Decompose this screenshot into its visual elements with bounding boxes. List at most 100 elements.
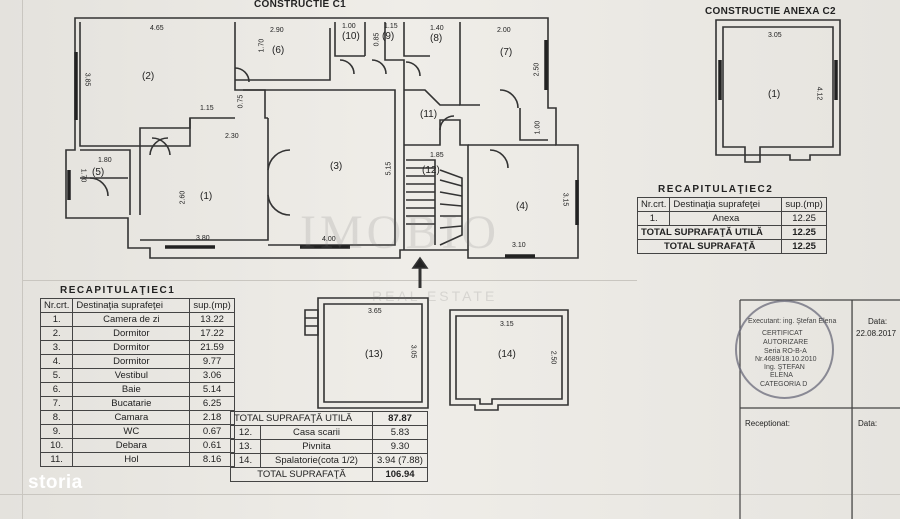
stamp-line: Nr.4689/18.10.2010: [755, 356, 817, 363]
table-cell: 6.25: [189, 396, 235, 411]
table-cell: Baie: [72, 382, 191, 397]
stamp-line: ELENA: [770, 372, 793, 379]
table-row: 3. Dormitor 21.59: [39, 340, 235, 355]
table-cell: 3.06: [189, 368, 235, 383]
header-cell: sup.(mp): [189, 298, 235, 313]
room-label: (5): [92, 167, 105, 178]
dimension-label: 2.90: [270, 27, 284, 34]
table-cell: Hol: [72, 452, 191, 467]
dimension-label: 2.50: [549, 350, 557, 365]
util-value: 12.25: [781, 225, 827, 240]
recap-c2-title: RECAPITULAŢIEC2: [658, 184, 774, 195]
table-row: 1. Anexa 12.25: [636, 211, 827, 226]
table-row: 4. Dormitor 9.77: [39, 354, 235, 369]
dimension-label: 1.15: [384, 23, 398, 30]
room-label: (13): [365, 349, 383, 360]
dimension-label: 1.85: [430, 152, 444, 159]
date-label-2: Data:: [858, 419, 878, 428]
dimension-label: 0.75: [237, 94, 245, 109]
header-cell: Nr.crt.: [39, 298, 74, 313]
header-cell: Destinaţia suprafeţei: [72, 298, 191, 313]
table-cell: Spalatorie(cota 1/2): [260, 453, 373, 468]
annex-construction-title: CONSTRUCTIE ANEXA C2: [705, 6, 836, 17]
official-stamp: [735, 300, 834, 399]
table-row: 11. Hol 8.16: [39, 452, 235, 467]
table-row: 5. Vestibul 3.06: [39, 368, 235, 383]
room-label: (12): [422, 165, 440, 176]
table-cell: 13.22: [189, 312, 235, 327]
table-row: 14. Spalatorie(cota 1/2) 3.94 (7.88): [230, 453, 428, 468]
dimension-label: 2.60: [179, 190, 187, 205]
table-cell: Dormitor: [72, 354, 191, 369]
stamp-line: Ing. ŞTEFAN: [764, 364, 805, 371]
dimension-label: 3.05: [768, 32, 782, 39]
dimension-label: 2.00: [497, 27, 511, 34]
total-label: TOTAL SUPRAFAŢĂ: [230, 467, 373, 482]
dimension-label: 0.85: [373, 32, 381, 47]
dimension-label: 1.00: [534, 120, 542, 135]
table-cell: Pivnita: [260, 439, 373, 454]
dimension-label: 3.15: [500, 321, 514, 328]
table-cell: 9.30: [372, 439, 428, 454]
table-cell: 17.22: [189, 326, 235, 341]
table-row: 1. Camera de zi 13.22: [39, 312, 235, 327]
table-cell: Camera de zi: [72, 312, 191, 327]
stamp-line: Seria RO-B-A: [764, 348, 807, 355]
dimension-label: 2.50: [533, 62, 541, 77]
table-cell: 7.: [39, 396, 74, 411]
date-value: 22.08.2017: [856, 329, 897, 338]
table-cell: 21.59: [189, 340, 235, 355]
dimension-label: 3.65: [368, 308, 382, 315]
room-label: (6): [272, 45, 285, 56]
table-cell: 2.18: [189, 410, 235, 425]
util-label: TOTAL SUPRAFAŢĂ UTILĂ: [636, 225, 783, 240]
table-cell: Dormitor: [72, 326, 191, 341]
dimension-label: 2.30: [225, 133, 239, 140]
dimension-label: 1.80: [98, 157, 112, 164]
room-label: (14): [498, 349, 516, 360]
table-cell: Casa scarii: [260, 425, 373, 440]
table-cell: 12.: [230, 425, 261, 440]
table-row: 10. Debara 0.61: [39, 438, 235, 453]
recap-c2-table: Nr.crt. Destinaţia suprafeţei sup.(mp) 1…: [636, 197, 827, 254]
dimension-label: 4.12: [815, 86, 823, 101]
table-row: 9. WC 0.67: [39, 424, 235, 439]
table-cell: 2.: [39, 326, 74, 341]
header-cell: Destinaţia suprafeţei: [669, 197, 783, 212]
table-row: TOTAL SUPRAFAŢĂ 12.25: [636, 239, 827, 254]
header-cell: Nr.crt.: [636, 197, 671, 212]
table-row: TOTAL SUPRAFAŢĂ UTILĂ 12.25: [636, 225, 827, 240]
table-cell: 1.: [636, 211, 671, 226]
table-cell: 9.: [39, 424, 74, 439]
main-construction-title: CONSTRUCTIE C1: [254, 0, 346, 10]
stamp-executant: Executant: ing. Ştefan Elena: [748, 318, 837, 325]
table-row: TOTAL SUPRAFAŢĂ UTILĂ 87.87: [230, 411, 428, 426]
util-label: TOTAL SUPRAFAŢĂ UTILĂ: [230, 411, 373, 426]
total-value: 12.25: [781, 239, 827, 254]
table-cell: Vestibul: [72, 368, 191, 383]
table-cell: Anexa: [669, 211, 783, 226]
total-label: TOTAL SUPRAFAŢĂ: [636, 239, 783, 254]
table-row: 12. Casa scarii 5.83: [230, 425, 428, 440]
table-cell: 3.: [39, 340, 74, 355]
dimension-label: 3.80: [196, 235, 210, 242]
table-row: 13. Pivnita 9.30: [230, 439, 428, 454]
room-label: (7): [500, 47, 513, 58]
table-cell: Debara: [72, 438, 191, 453]
table-cell: 11.: [39, 452, 74, 467]
table-row: 7. Bucatarie 6.25: [39, 396, 235, 411]
table-cell: 5.: [39, 368, 74, 383]
dimension-label: 1.40: [430, 25, 444, 32]
table-cell: 6.: [39, 382, 74, 397]
dimension-label: 5.15: [385, 161, 393, 176]
table-cell: 1.: [39, 312, 74, 327]
watermark-sub: REAL ESTATE: [372, 288, 498, 304]
recap-c1-title: RECAPITULAŢIEC1: [60, 285, 176, 296]
table-cell: WC: [72, 424, 191, 439]
recap-c1-totals-table: TOTAL SUPRAFAŢĂ UTILĂ 87.87 12. Casa sca…: [230, 411, 428, 482]
table-cell: Dormitor: [72, 340, 191, 355]
room-label: (9): [382, 31, 395, 42]
room-label: (11): [420, 109, 438, 120]
dimension-label: 1.70: [258, 38, 266, 53]
